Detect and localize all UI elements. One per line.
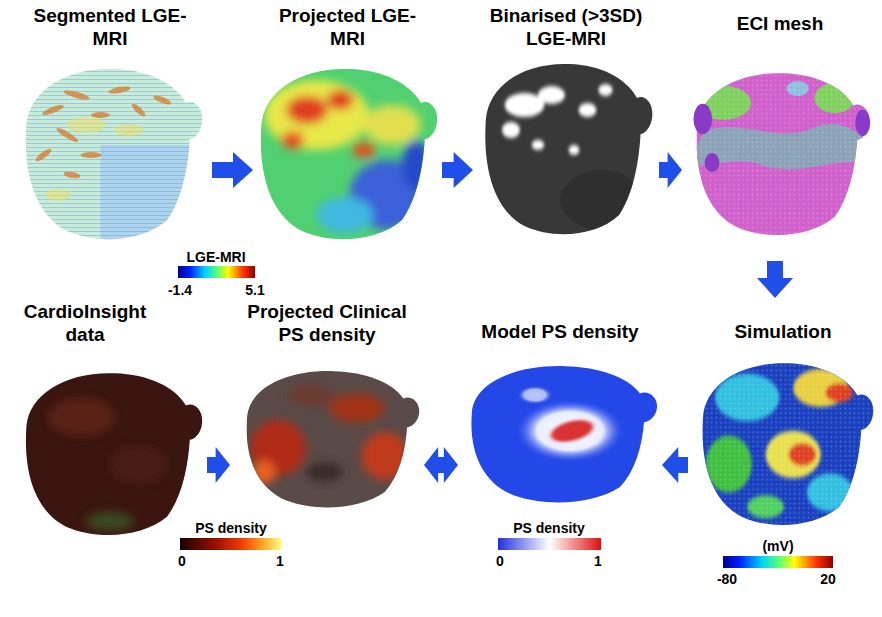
cardioinsight-image	[15, 360, 205, 541]
colorbar-label: 0	[178, 553, 186, 569]
pipeline-panel: Binarised (>3SD) LGE-MRI	[475, 4, 657, 244]
panel-title: Projected Clinical PS density	[240, 300, 415, 346]
flow-arrow	[442, 152, 473, 188]
colorbar-label-holder: 20	[828, 570, 844, 588]
colorbar-label: 20	[820, 571, 836, 587]
panel-title: CardioInsight data	[10, 300, 160, 346]
simulation-image	[692, 350, 876, 531]
colorbar-label-holder: 5.1	[255, 281, 274, 299]
eci-mesh-image	[686, 60, 872, 241]
pipeline-panel: Projected LGE-MRI	[255, 4, 440, 244]
colorbar-label: -80	[717, 571, 737, 587]
colorbar-label: PS density	[195, 520, 267, 536]
pipeline-panel: CardioInsight data	[10, 300, 205, 540]
flow-arrow	[662, 447, 688, 483]
flow-arrow	[659, 152, 682, 188]
colorbar	[723, 556, 833, 568]
clinical-ps-image	[236, 360, 422, 512]
flow-arrow	[757, 261, 793, 298]
panel-title: Segmented LGE-MRI	[30, 4, 190, 50]
segmented-lge-image	[15, 55, 205, 245]
panel-title: Simulation	[690, 320, 876, 343]
colorbar-label-holder: PS density	[549, 519, 621, 537]
panel-title: Binarised (>3SD) LGE-MRI	[477, 4, 655, 50]
colorbar-label-holder: PS density	[231, 519, 303, 537]
colorbar-label: 5.1	[245, 282, 264, 298]
colorbar	[178, 266, 255, 278]
colorbar-label: (mV)	[762, 538, 793, 554]
pipeline-panel: Segmented LGE-MRI	[10, 4, 210, 244]
binarised-lge-image	[475, 50, 655, 240]
colorbar-label-holder: 1	[280, 552, 288, 570]
projected-lge-image	[250, 55, 440, 245]
panel-title: Projected LGE-MRI	[273, 4, 423, 50]
flow-arrow	[207, 447, 230, 483]
panel-title: ECI mesh	[684, 12, 876, 35]
colorbar	[498, 538, 601, 550]
colorbar-label-holder: -1.4	[180, 281, 204, 299]
colorbar-label-holder: 1	[598, 552, 606, 570]
colorbar-label-holder: 0	[182, 552, 190, 570]
colorbar-label: 1	[276, 553, 284, 569]
colorbar	[180, 538, 282, 550]
pipeline-panel: Projected Clinical PS density	[232, 300, 422, 510]
flow-arrow	[424, 447, 458, 483]
panel-title: Model PS density	[460, 320, 660, 343]
flow-arrow	[212, 152, 253, 188]
colorbar-label-holder: 0	[500, 552, 508, 570]
pipeline-panel: ECI mesh	[684, 4, 876, 259]
pipeline-panel: Model PS density	[460, 300, 660, 510]
colorbar-label: 1	[594, 553, 602, 569]
colorbar-label-holder: (mV)	[778, 537, 809, 555]
pipeline-panel: Simulation	[690, 300, 876, 530]
colorbar-label-holder: -80	[727, 570, 747, 588]
colorbar-label: LGE-MRI	[186, 249, 245, 265]
colorbar-label: -1.4	[168, 282, 192, 298]
colorbar-label: PS density	[513, 520, 585, 536]
colorbar-label: 0	[496, 553, 504, 569]
colorbar-label-holder: LGE-MRI	[216, 248, 275, 266]
model-ps-image	[460, 355, 660, 507]
